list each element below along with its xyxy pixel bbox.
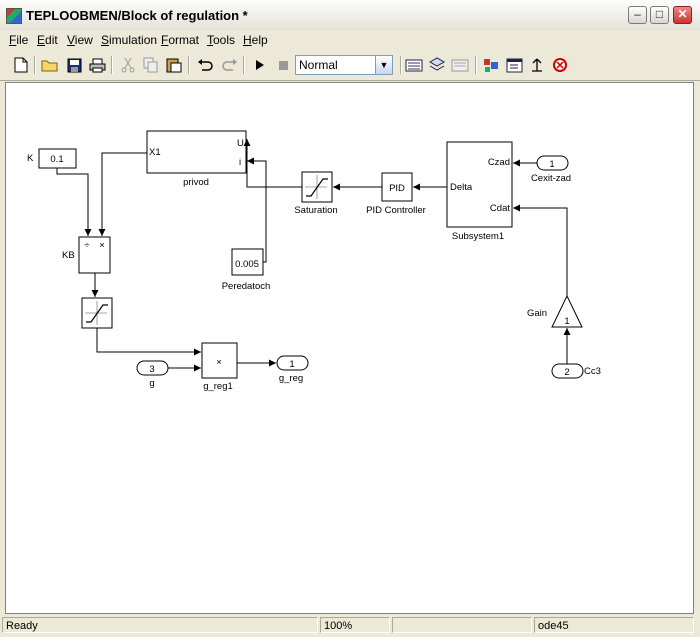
- gain-value: 1: [564, 316, 569, 327]
- inport-cexit-zad[interactable]: 1: [536, 155, 569, 171]
- product-g-reg1-label: g_reg1: [203, 381, 233, 392]
- open-folder-icon[interactable]: [40, 55, 60, 75]
- status-zoom: 100%: [320, 617, 390, 633]
- inport-g[interactable]: 3: [136, 360, 169, 376]
- copy-icon[interactable]: [141, 55, 161, 75]
- saturation-block[interactable]: [301, 171, 333, 203]
- menu-tools[interactable]: Tools: [207, 33, 236, 47]
- model-explorer-icon[interactable]: [504, 55, 524, 75]
- save-icon[interactable]: [64, 55, 84, 75]
- inport-g-label: g: [149, 378, 154, 389]
- cut-icon[interactable]: [118, 55, 138, 75]
- menu-view[interactable]: View: [67, 33, 93, 47]
- gain-block[interactable]: 1: [551, 294, 583, 328]
- inport-g-number: 3: [149, 364, 154, 375]
- outport-g-reg-number: 1: [289, 359, 294, 370]
- close-button[interactable]: ✕: [673, 6, 692, 24]
- constant-peredatoch-value: 0.005: [235, 259, 259, 270]
- subsystem-port-cdat: Cdat: [490, 203, 510, 214]
- product-block-g-reg1[interactable]: ×: [201, 342, 238, 379]
- saturation-block-2[interactable]: [81, 297, 113, 329]
- outport-g-reg-label: g_reg: [279, 373, 303, 384]
- subsystem-port-czad: Czad: [488, 157, 510, 168]
- simulation-mode-select[interactable]: Normal ▼: [295, 55, 393, 75]
- simulink-app-icon: [6, 8, 22, 24]
- redo-icon[interactable]: [219, 55, 239, 75]
- constant-k-block[interactable]: 0.1: [38, 148, 77, 169]
- privod-block[interactable]: X1 U i: [146, 130, 247, 174]
- status-state: Ready: [2, 617, 318, 633]
- print-icon[interactable]: [87, 55, 107, 75]
- chevron-down-icon[interactable]: ▼: [375, 56, 392, 74]
- subsystem1-label: Subsystem1: [452, 231, 504, 242]
- model-canvas[interactable]: K 0.1 ÷ × KB X1 U i privod: [5, 82, 694, 614]
- pid-controller-block[interactable]: PID: [381, 172, 413, 202]
- menu-edit[interactable]: Edit: [37, 33, 58, 47]
- pid-text: PID: [389, 183, 405, 194]
- saturation-label: Saturation: [294, 205, 337, 216]
- library-browser-icon[interactable]: [481, 55, 501, 75]
- status-bar: Ready 100% ode45: [0, 615, 700, 637]
- new-file-icon[interactable]: [11, 55, 31, 75]
- stop-icon[interactable]: [273, 55, 293, 75]
- build-icon[interactable]: [404, 55, 424, 75]
- debug-icon[interactable]: [550, 55, 570, 75]
- undo-icon[interactable]: [195, 55, 215, 75]
- status-empty: [392, 617, 532, 633]
- menu-simulation[interactable]: Simulation: [101, 33, 158, 47]
- menu-format[interactable]: Format: [161, 33, 200, 47]
- inport-cc3[interactable]: 2: [551, 363, 584, 379]
- gain-label: Gain: [527, 308, 547, 319]
- inport-cexit-zad-number: 1: [549, 159, 554, 170]
- pid-controller-label: PID Controller: [366, 205, 426, 216]
- subsystem1-block[interactable]: Delta Czad Cdat: [446, 141, 513, 228]
- divide-op: ÷: [84, 240, 89, 251]
- privod-port-x1: X1: [149, 147, 161, 158]
- status-solver: ode45: [534, 617, 694, 633]
- menu-help[interactable]: Help: [243, 33, 268, 47]
- product-label: KB: [62, 250, 75, 261]
- g-reg1-op: ×: [216, 357, 222, 368]
- menu-file[interactable]: File: [9, 33, 29, 47]
- constant-peredatoch-block[interactable]: 0.005: [231, 248, 264, 276]
- inport-cexit-zad-label: Cexit-zad: [531, 173, 571, 184]
- privod-label: privod: [183, 177, 209, 188]
- constant-k-value: 0.1: [50, 154, 63, 165]
- build-subsystem-icon[interactable]: [450, 55, 470, 75]
- inport-cc3-label: Cc3: [584, 366, 601, 377]
- minimize-button[interactable]: –: [628, 6, 647, 24]
- window-title: TEPLOOBMEN/Block of regulation *: [26, 8, 248, 23]
- up-to-parent-icon[interactable]: [527, 55, 547, 75]
- multiply-op: ×: [99, 240, 105, 251]
- title-bar: TEPLOOBMEN/Block of regulation * – □ ✕: [0, 0, 700, 31]
- outport-g-reg[interactable]: 1: [276, 355, 309, 371]
- product-block-kb[interactable]: ÷ ×: [78, 236, 111, 274]
- constant-k-name: K: [27, 153, 34, 164]
- update-diagram-icon[interactable]: [427, 55, 447, 75]
- privod-port-i: i: [239, 157, 241, 168]
- constant-peredatoch-label: Peredatoch: [222, 281, 271, 292]
- maximize-button[interactable]: □: [650, 6, 669, 24]
- privod-port-u: U: [237, 138, 244, 149]
- signal-lines: [56, 139, 571, 372]
- subsystem-port-delta: Delta: [450, 182, 473, 193]
- simulation-mode-value: Normal: [299, 58, 338, 72]
- inport-cc3-number: 2: [564, 367, 569, 378]
- play-icon[interactable]: [250, 55, 270, 75]
- menu-bar: File Edit View Simulation Format Tools H…: [0, 30, 700, 50]
- paste-icon[interactable]: [164, 55, 184, 75]
